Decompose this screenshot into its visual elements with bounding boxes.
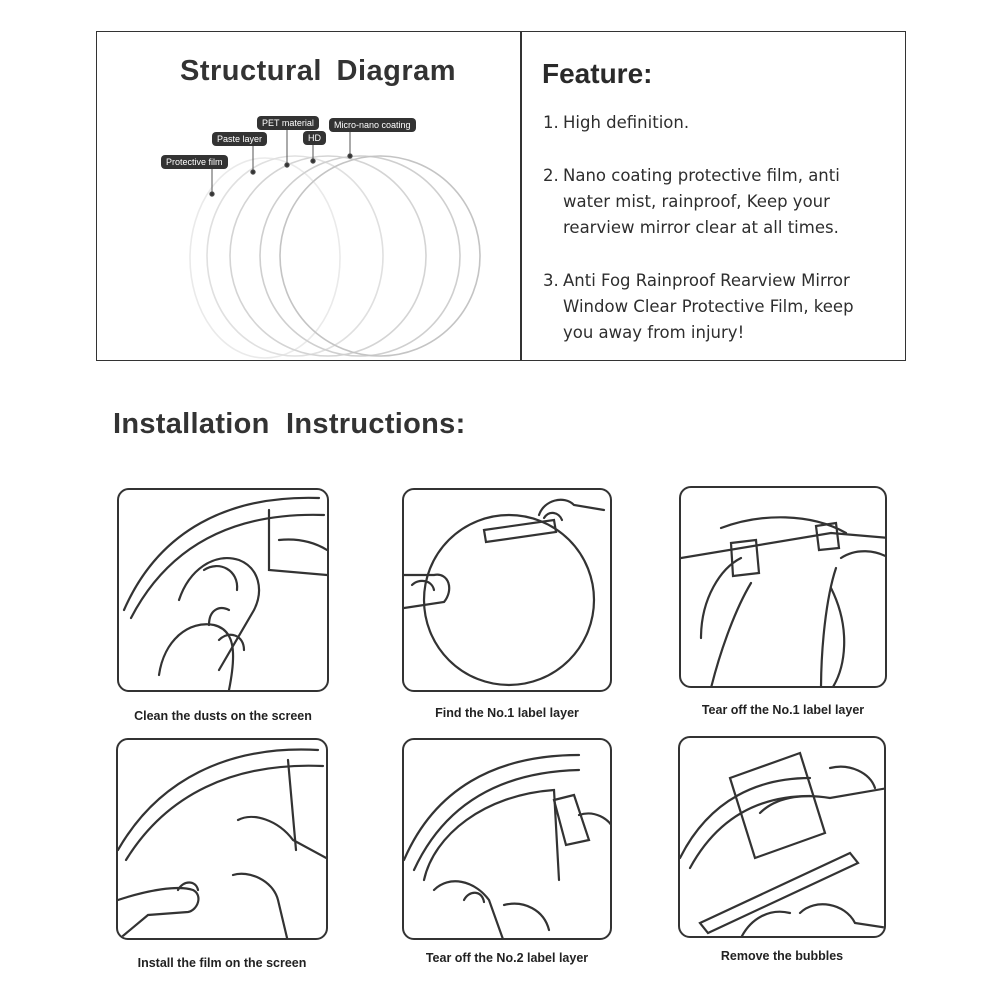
step-5-illustration (402, 738, 612, 940)
step-6-caption: Remove the bubbles (720, 949, 844, 963)
step-1-illustration (117, 488, 329, 692)
step-1-caption: Clean the dusts on the screen (134, 709, 312, 723)
feature-number: 2. (543, 166, 559, 185)
panel-divider (520, 31, 522, 361)
step-4-illustration (116, 738, 328, 940)
feature-text: Anti Fog Rainproof Rearview Mirror Windo… (563, 271, 854, 342)
feature-text: High definition. (563, 113, 690, 132)
hd-label: HD (303, 131, 326, 145)
pet-material-label: PET material (257, 116, 319, 130)
protective-film-layer (189, 157, 341, 359)
step-2-caption: Find the No.1 label layer (435, 706, 579, 720)
protective-film-label: Protective film (161, 155, 228, 169)
paste-layer-ring (206, 155, 384, 357)
pet-material-ring (229, 155, 427, 357)
structural-diagram-title: Structural Diagram (180, 55, 457, 87)
step-6-illustration (678, 736, 886, 938)
step-2-illustration (402, 488, 612, 692)
micro-nano-coating-label: Micro-nano coating (329, 118, 416, 132)
feature-item: 1. High definition. (543, 110, 888, 136)
step-3-illustration (679, 486, 887, 688)
step-4-caption: Install the film on the screen (137, 956, 307, 970)
step-5-caption: Tear off the No.2 label layer (425, 951, 589, 965)
layer-circles-diagram (189, 129, 481, 359)
feature-number: 1. (543, 113, 559, 132)
feature-item: 3. Anti Fog Rainproof Rearview Mirror Wi… (543, 268, 888, 346)
micro-nano-coating-ring (279, 155, 481, 357)
feature-title: Feature: (542, 58, 653, 89)
feature-list: 1. High definition. 2. Nano coating prot… (543, 110, 888, 373)
feature-number: 3. (543, 271, 559, 290)
paste-layer-label: Paste layer (212, 132, 268, 146)
installation-title: Installation Instructions: (113, 408, 466, 440)
hd-ring (259, 155, 461, 357)
top-panel (96, 31, 906, 361)
feature-item: 2. Nano coating protective film, anti wa… (543, 163, 888, 241)
step-3-caption: Tear off the No.1 label layer (701, 703, 865, 717)
feature-text: Nano coating protective film, anti water… (563, 166, 840, 237)
